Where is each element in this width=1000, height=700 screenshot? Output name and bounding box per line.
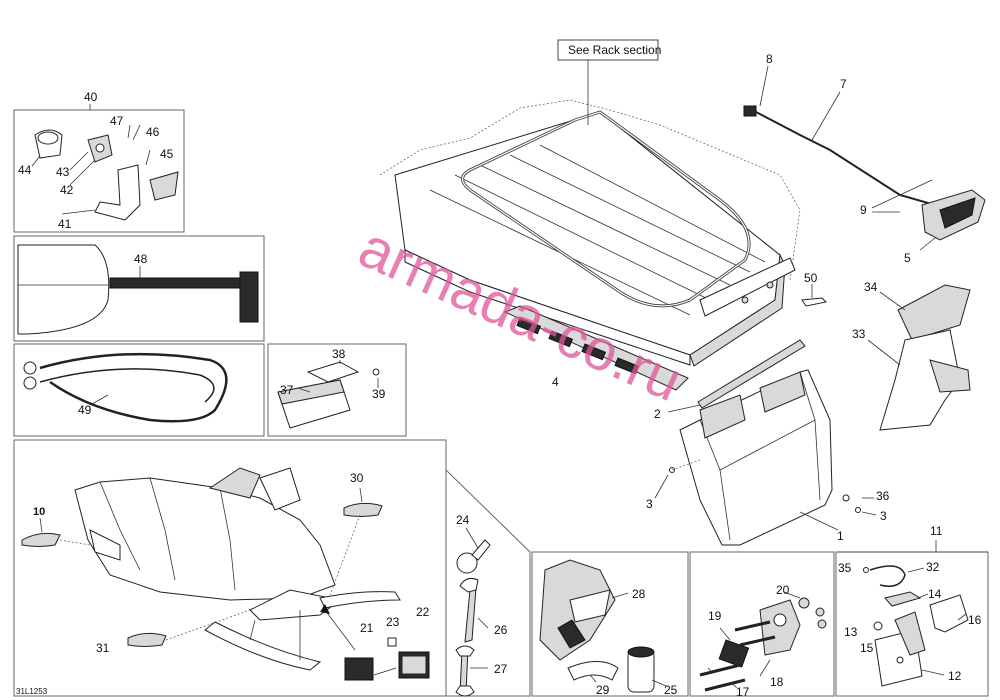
push-rivet (801, 297, 828, 307)
callout-22: 22 (416, 605, 430, 619)
panel-tools (445, 469, 531, 697)
callout-39: 39 (372, 387, 386, 401)
callout-28: 28 (632, 587, 646, 601)
decal-bottom (127, 632, 167, 647)
callout-20: 20 (776, 583, 790, 597)
callout-3b: 3 (880, 509, 887, 523)
callout-8: 8 (766, 52, 773, 66)
callout-40: 40 (84, 90, 98, 104)
callout-13: 13 (844, 625, 858, 639)
callout-21: 21 (360, 621, 374, 635)
tail-light-harness (743, 65, 986, 251)
panel-sled-decals (13, 439, 447, 697)
callout-33: 33 (852, 327, 866, 341)
callout-7: 7 (840, 77, 847, 91)
callout-12: 12 (948, 669, 962, 683)
panel-guard (531, 551, 689, 697)
callout-15: 15 (860, 641, 874, 655)
callout-37: 37 (280, 383, 294, 397)
callout-18: 18 (770, 675, 784, 689)
tools (455, 527, 491, 697)
snowmobile-outline (74, 467, 401, 671)
panel-shovel (13, 235, 265, 342)
figure-code: 31L1253 (16, 687, 48, 696)
callout-17: 17 (736, 685, 750, 699)
callout-32: 32 (926, 560, 940, 574)
bungee-straps (23, 352, 228, 423)
rack-reference-note: See Rack section (568, 43, 661, 57)
hitch-kit-parts (31, 124, 179, 221)
cargo-rack (379, 99, 801, 367)
decal-21 (344, 657, 374, 681)
reflector-strip (503, 305, 689, 391)
storage-bag (277, 360, 380, 429)
panel-hitch-kit (13, 109, 185, 233)
callout-47: 47 (110, 114, 124, 128)
callout-36: 36 (876, 489, 890, 503)
callout-49: 49 (78, 403, 92, 417)
callout-10: 10 (33, 506, 45, 518)
callout-35: 35 (838, 561, 852, 575)
callouts: 1 2 3 3 4 5 7 8 9 10 11 12 13 14 15 16 1… (18, 52, 982, 699)
callout-9: 9 (860, 203, 867, 217)
callout-44: 44 (18, 163, 32, 177)
callout-41: 41 (58, 217, 72, 231)
callout-30: 30 (350, 471, 364, 485)
callout-42: 42 (60, 183, 74, 197)
decal-left (21, 532, 61, 547)
callout-23: 23 (386, 615, 400, 629)
cover-parts (539, 559, 667, 693)
callout-2: 2 (654, 407, 661, 421)
callout-48: 48 (134, 252, 148, 266)
callout-26: 26 (494, 623, 508, 637)
callout-25: 25 (664, 683, 678, 697)
callout-31: 31 (96, 641, 110, 655)
shovel (17, 244, 259, 335)
callout-14: 14 (928, 587, 942, 601)
callout-3a: 3 (646, 497, 653, 511)
callout-50: 50 (804, 271, 818, 285)
callout-38: 38 (332, 347, 346, 361)
callout-34: 34 (864, 280, 878, 294)
callout-29: 29 (596, 683, 610, 697)
mud-flap (679, 369, 833, 546)
hitch-bolts (699, 591, 827, 692)
panel-straps (13, 343, 265, 437)
callout-1: 1 (837, 529, 844, 543)
license-plate-kit (863, 565, 969, 687)
callout-16: 16 (968, 613, 982, 627)
callout-4: 4 (552, 375, 559, 389)
callout-45: 45 (160, 147, 174, 161)
rubber-strip (697, 339, 806, 409)
panel-bag (267, 343, 407, 437)
callout-27: 27 (494, 662, 508, 676)
callout-43: 43 (56, 165, 70, 179)
callout-11: 11 (930, 524, 943, 538)
callout-19: 19 (708, 609, 722, 623)
decal-right (343, 502, 383, 517)
callout-5: 5 (904, 251, 911, 265)
callout-46: 46 (146, 125, 160, 139)
callout-24: 24 (456, 513, 470, 527)
panel-hitch-bolts (689, 551, 835, 697)
rack-reference-box (557, 39, 659, 61)
light-bracket (867, 284, 971, 431)
